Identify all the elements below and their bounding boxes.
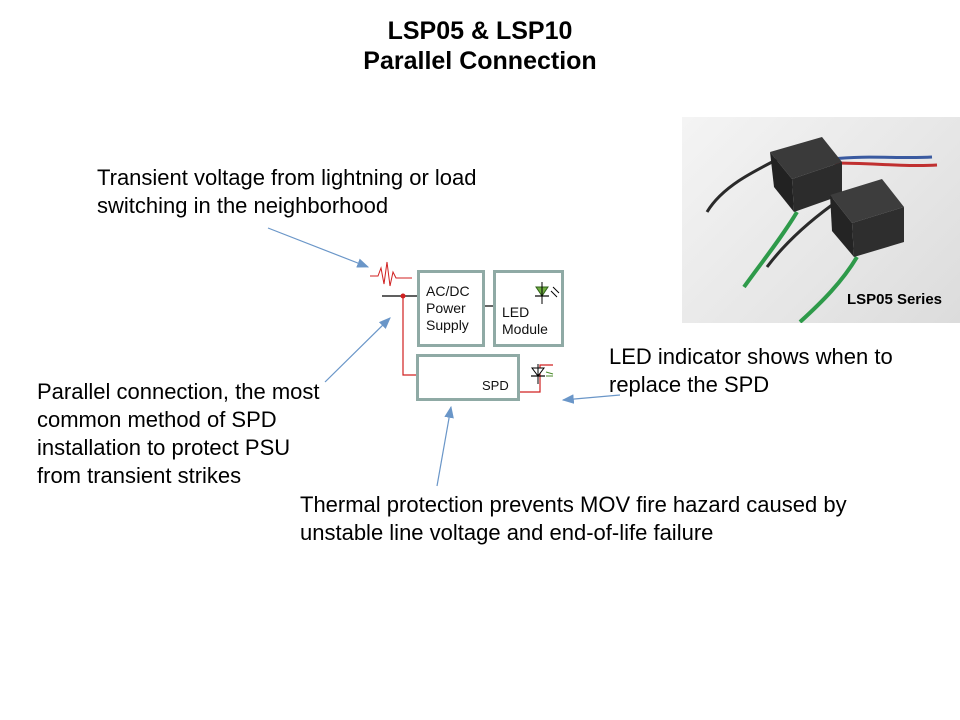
led-module-label: LED Module bbox=[502, 304, 548, 338]
spd-return-wire bbox=[518, 364, 553, 393]
spd-indicator-led-icon bbox=[531, 364, 554, 384]
psu-label-line-3: Supply bbox=[426, 317, 469, 333]
psu-label-line-2: Power bbox=[426, 300, 466, 316]
led-label-line-1: LED bbox=[502, 304, 530, 320]
led-diode-icon bbox=[535, 282, 560, 304]
psu-label-line-1: AC/DC bbox=[426, 283, 470, 299]
led-label-line-2: Module bbox=[502, 321, 548, 337]
spd-box: SPD bbox=[416, 354, 520, 401]
led-indicator-callout: LED indicator shows when to replace the … bbox=[609, 344, 893, 397]
title-line-2: Parallel Connection bbox=[363, 47, 597, 75]
parallel-connection-callout: Parallel connection, the most common met… bbox=[37, 379, 320, 488]
slide-title: LSP05 & LSP10 Parallel Connection bbox=[0, 16, 960, 76]
product-photo: LSP05 Series bbox=[682, 117, 960, 323]
photo-caption: LSP05 Series bbox=[846, 291, 942, 308]
spd-label: SPD bbox=[482, 378, 509, 393]
spd-branch-wire bbox=[402, 296, 418, 376]
thermal-protection-callout: Thermal protection prevents MOV fire haz… bbox=[300, 492, 847, 545]
transient-callout: Transient voltage from lightning or load… bbox=[97, 165, 477, 218]
title-line-1: LSP05 & LSP10 bbox=[387, 17, 573, 45]
transient-spike-icon bbox=[370, 261, 412, 287]
acdc-power-supply-box: AC/DC Power Supply bbox=[417, 270, 485, 347]
led-module-box: LED Module bbox=[493, 270, 564, 347]
surge-protector-devices-image bbox=[705, 137, 938, 323]
